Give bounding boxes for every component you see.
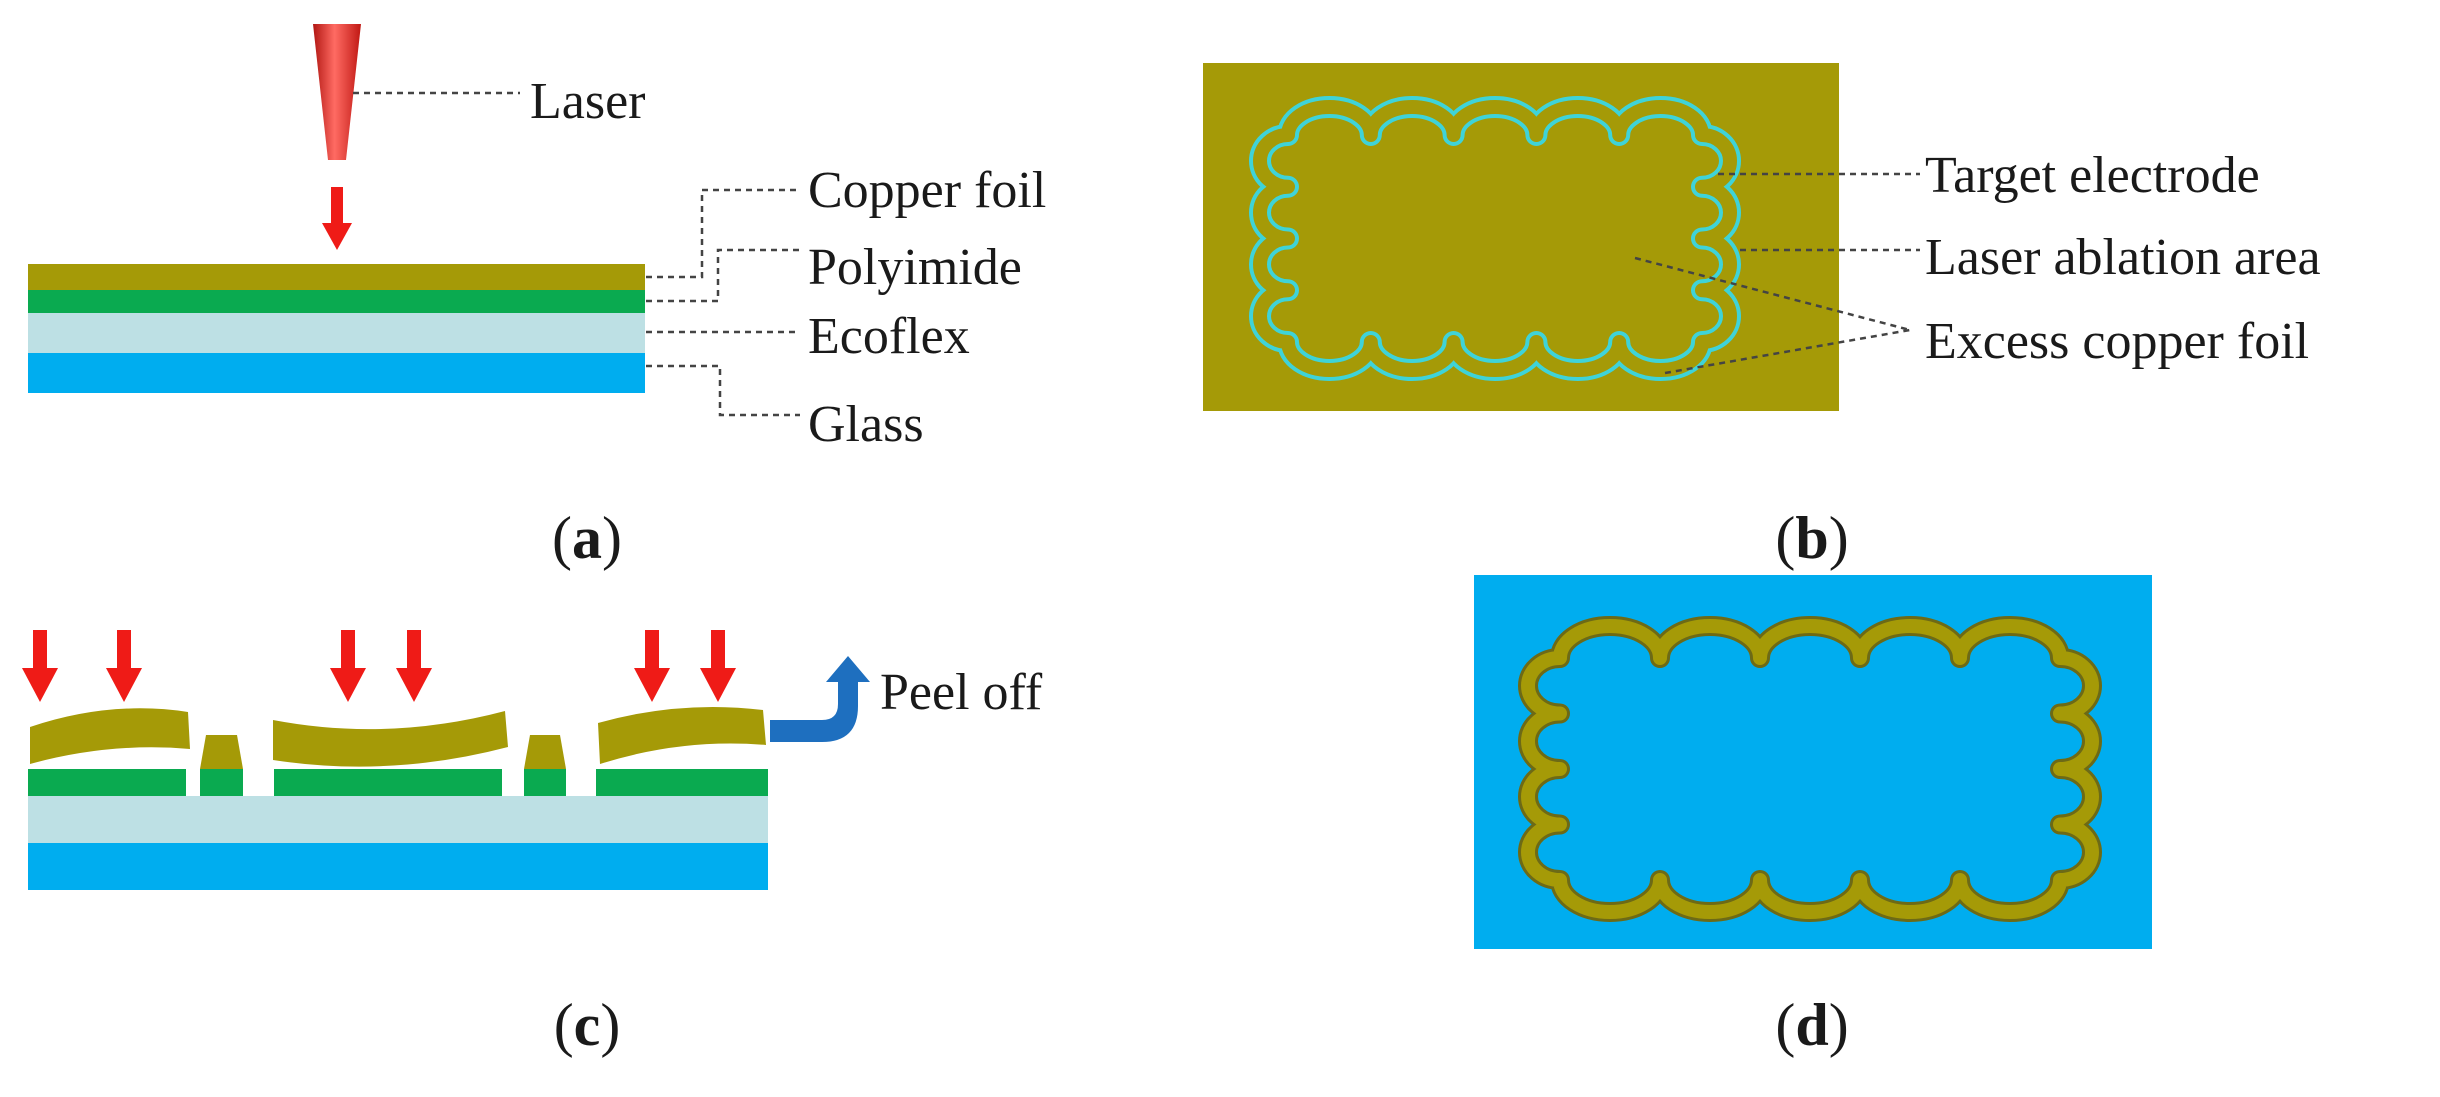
red-down-arrow-icon xyxy=(22,630,58,702)
remaining-electrode-copper xyxy=(200,735,243,769)
copper-foil-label: Copper foil xyxy=(808,162,1046,219)
peeling-excess-copper xyxy=(30,708,190,764)
target-electrode-label: Target electrode xyxy=(1925,147,2260,204)
peeling-excess-copper xyxy=(273,711,508,767)
target-electrode-outline xyxy=(1249,96,1741,381)
peeling-excess-copper xyxy=(598,706,766,764)
glass-leader-line xyxy=(646,364,800,417)
red-down-arrow-icon xyxy=(106,630,142,702)
copper-foil-leader-line xyxy=(646,188,800,279)
red-down-arrow-icon xyxy=(330,630,366,702)
electrode-trace xyxy=(1253,100,1737,377)
polyimide-segment xyxy=(28,769,186,796)
glass-layer-c xyxy=(28,843,768,890)
ecoflex-label: Ecoflex xyxy=(808,308,970,365)
pressing-arrows xyxy=(22,630,736,702)
peel-off-label: Peel off xyxy=(880,664,1043,721)
panel-b-caption: (b) xyxy=(1775,505,1848,571)
glass-label: Glass xyxy=(808,396,924,453)
polyimide-label: Polyimide xyxy=(808,239,1022,296)
panel-b: Target electrode Laser ablation area Exc… xyxy=(1203,63,2321,571)
polyimide-segment xyxy=(274,769,502,796)
polyimide-segment xyxy=(200,769,243,796)
excess-copper-leader-line-1 xyxy=(1634,256,1911,332)
panel-d-caption: (d) xyxy=(1775,992,1848,1058)
excess-copper-leader-line-2 xyxy=(1664,328,1911,375)
laser-ablation-area-label: Laser ablation area xyxy=(1925,229,2321,286)
panel-d: (d) xyxy=(1474,575,2152,1058)
excess-copper-foil-label: Excess copper foil xyxy=(1925,313,2309,370)
laser-label: Laser xyxy=(530,73,645,130)
panel-c-caption: (c) xyxy=(554,992,621,1058)
red-down-arrow-icon xyxy=(634,630,670,702)
glass-layer xyxy=(28,353,645,393)
red-down-arrow-icon xyxy=(700,630,736,702)
electrode-trace xyxy=(1521,619,2099,919)
serpentine-electrode xyxy=(1518,616,2102,922)
laser-beam-icon xyxy=(313,24,361,160)
polyimide-segment xyxy=(524,769,566,796)
polyimide-leader-line xyxy=(646,248,800,303)
copper-foil-layer xyxy=(28,264,645,290)
panel-c: Peel off (c) xyxy=(22,630,1043,1058)
ecoflex-layer xyxy=(28,313,645,353)
peel-off-arrow-icon xyxy=(770,656,870,742)
ecoflex-layer-c xyxy=(28,796,768,843)
panel-a-caption: (a) xyxy=(552,505,622,571)
red-down-arrow-icon xyxy=(396,630,432,702)
polyimide-layer xyxy=(28,290,645,313)
remaining-electrode-copper xyxy=(524,735,566,769)
polyimide-segment xyxy=(596,769,768,796)
panel-a: Laser Copper foil Polyimide Ecoflex Glas… xyxy=(28,24,1046,571)
laser-down-arrow-icon xyxy=(322,187,352,250)
